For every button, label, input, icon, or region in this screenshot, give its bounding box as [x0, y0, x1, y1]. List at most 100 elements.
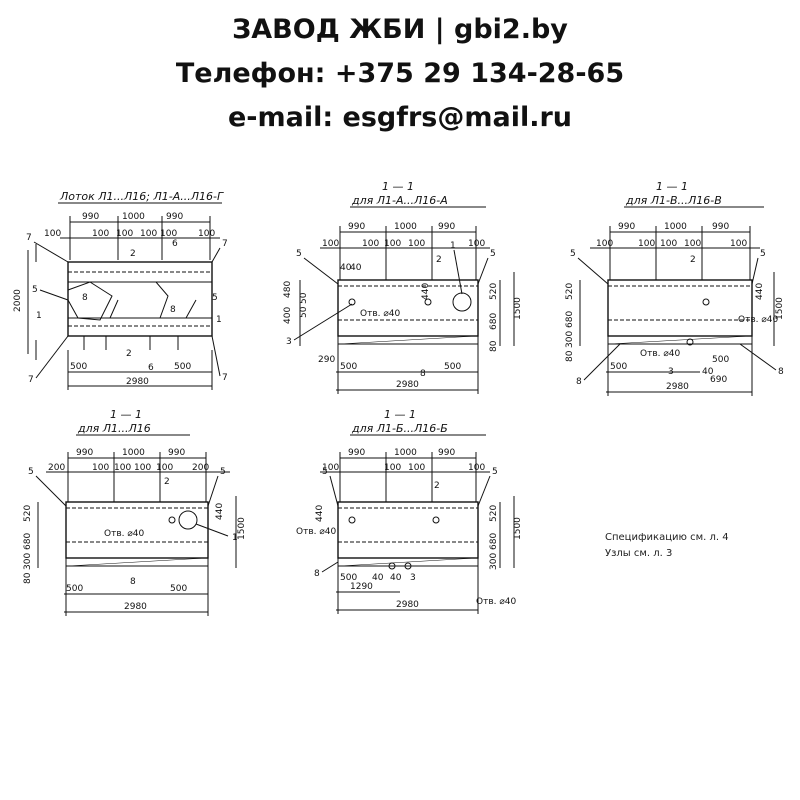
sec-b-num: 1 — 1	[384, 408, 416, 421]
callout: 5	[212, 293, 218, 303]
sec-plain-right-dim: 440	[215, 503, 225, 520]
sec-a-small: 100	[322, 239, 339, 249]
callout: 8	[170, 305, 176, 315]
phone-line: Телефон: +375 29 134-28-65	[175, 58, 625, 89]
email-line: e-mail: esgfrs@mail.ru	[227, 102, 573, 133]
sec-b-small: 100	[322, 463, 339, 473]
sec-v-title: для Л1-В...Л16-В	[625, 194, 722, 207]
sec-a-extra: 440	[421, 283, 431, 300]
callout: 1	[450, 241, 456, 251]
main-small-dim: 100	[140, 229, 157, 239]
sec-b-dim: 990	[348, 448, 365, 458]
sec-v-left: 300	[565, 331, 575, 348]
sec-v-small: 100	[660, 239, 677, 249]
sec-a-small: 100	[384, 239, 401, 249]
section-mark: 1	[216, 315, 222, 325]
main-bottom-500-left: 500	[70, 362, 87, 372]
section-mark: 1	[36, 311, 42, 321]
sec-v-small: 100	[684, 239, 701, 249]
sec-v-small: 100	[596, 239, 613, 249]
section-v-view: 1 — 1 для Л1-В...Л16-В 990 1000 990 100 …	[565, 180, 785, 396]
sec-plain-title: для Л1...Л16	[77, 422, 151, 435]
sec-v-small: 100	[638, 239, 655, 249]
sec-b-extra: 40	[390, 573, 402, 583]
callout: 7	[26, 233, 32, 243]
sec-b-left: 440	[315, 505, 325, 522]
sec-plain-left: 680	[23, 533, 33, 550]
sec-a-dim: 990	[438, 222, 455, 232]
sec-plain-small: 200	[192, 463, 209, 473]
callout: 5	[492, 467, 498, 477]
main-title: Лоток Л1...Л16; Л1-А...Л16-Г	[59, 190, 224, 203]
section-a-view: 1 — 1 для Л1-А...Л16-А 990 1000 990 100 …	[283, 180, 523, 394]
sec-plain-dim: 1000	[122, 448, 145, 458]
sec-a-left: 480	[283, 281, 293, 298]
sec-plain-bottom: 500	[66, 584, 83, 594]
callout: 7	[28, 375, 34, 385]
sec-a-small: 100	[408, 239, 425, 249]
sec-v-extra: 40	[702, 367, 714, 377]
callout: 5	[296, 249, 302, 259]
sec-v-left: 680	[565, 311, 575, 328]
main-small-dim: 100	[116, 229, 133, 239]
sec-a-height: 1500	[513, 297, 523, 320]
sec-v-dim: 1000	[664, 222, 687, 232]
header: ЗАВОД ЖБИ | gbi2.by Телефон: +375 29 134…	[0, 8, 800, 140]
sec-b-extra: 500	[340, 573, 357, 583]
callout: 5	[322, 467, 328, 477]
sec-v-height: 1500	[775, 297, 785, 320]
sec-a-hole: Отв. ⌀40	[360, 309, 400, 319]
section-plain-view: 1 — 1 для Л1...Л16 990 1000 990 200 100 …	[23, 408, 247, 616]
main-small-dim: 100	[44, 229, 61, 239]
sec-b-dim: 1000	[394, 448, 417, 458]
main-view: Лоток Л1...Л16; Л1-А...Л16-Г 990 1000 99…	[13, 190, 228, 390]
sec-plain-num: 1 — 1	[110, 408, 142, 421]
sec-plain-height: 1500	[237, 517, 247, 540]
callout: 7	[222, 373, 228, 383]
sec-b-hole2: Отв. ⌀40	[476, 597, 516, 607]
sec-plain-dim: 990	[76, 448, 93, 458]
sec-v-left: 80	[565, 350, 575, 362]
sec-a-dim: 1000	[394, 222, 417, 232]
sec-a-extra: 290	[318, 355, 335, 365]
sec-b-dim: 990	[438, 448, 455, 458]
main-small-dim: 100	[198, 229, 215, 239]
sec-plain-bottom: 500	[170, 584, 187, 594]
callout: 5	[760, 249, 766, 259]
sec-plain-small: 100	[156, 463, 173, 473]
sec-b-total: 2980	[396, 600, 419, 610]
sec-a-left: 50	[299, 306, 309, 318]
callout: 2	[164, 477, 170, 487]
sec-b-hole1: Отв. ⌀40	[296, 527, 336, 537]
callout: 5	[490, 249, 496, 259]
sec-v-hole1: Отв. ⌀40	[738, 315, 778, 325]
sec-b-extra: 40	[372, 573, 384, 583]
company-title: ЗАВОД ЖБИ | gbi2.by	[232, 14, 568, 45]
sec-b-right: 300	[489, 553, 499, 570]
notes: Спецификацию см. л. 4 Узлы см. л. 3	[605, 530, 729, 562]
callout: 8	[420, 369, 426, 379]
main-dim-990-right: 990	[166, 212, 183, 222]
callout: 8	[576, 377, 582, 387]
callout: 5	[32, 285, 38, 295]
callout: 5	[28, 467, 34, 477]
sec-a-left: 50	[299, 292, 309, 304]
sec-b-small: 100	[384, 463, 401, 473]
callout: 2	[436, 255, 442, 265]
main-dim-1000: 1000	[122, 212, 145, 222]
sec-b-small: 100	[468, 463, 485, 473]
sec-v-dim: 990	[618, 222, 635, 232]
callout: 8	[778, 367, 784, 377]
sec-a-bottom: 500	[444, 362, 461, 372]
callout: 2	[126, 349, 132, 359]
sec-a-right: 80	[489, 340, 499, 352]
main-small-dim: 100	[92, 229, 109, 239]
main-height: 2000	[13, 289, 23, 312]
section-b-view: 1 — 1 для Л1-Б...Л16-Б 990 1000 990 100 …	[296, 408, 523, 614]
sec-b-right: 680	[489, 533, 499, 550]
sec-v-num: 1 — 1	[656, 180, 688, 193]
callout: 5	[220, 467, 226, 477]
sec-a-num: 1 — 1	[382, 180, 414, 193]
callout: 3	[410, 573, 416, 583]
sec-b-right: 520	[489, 505, 499, 522]
